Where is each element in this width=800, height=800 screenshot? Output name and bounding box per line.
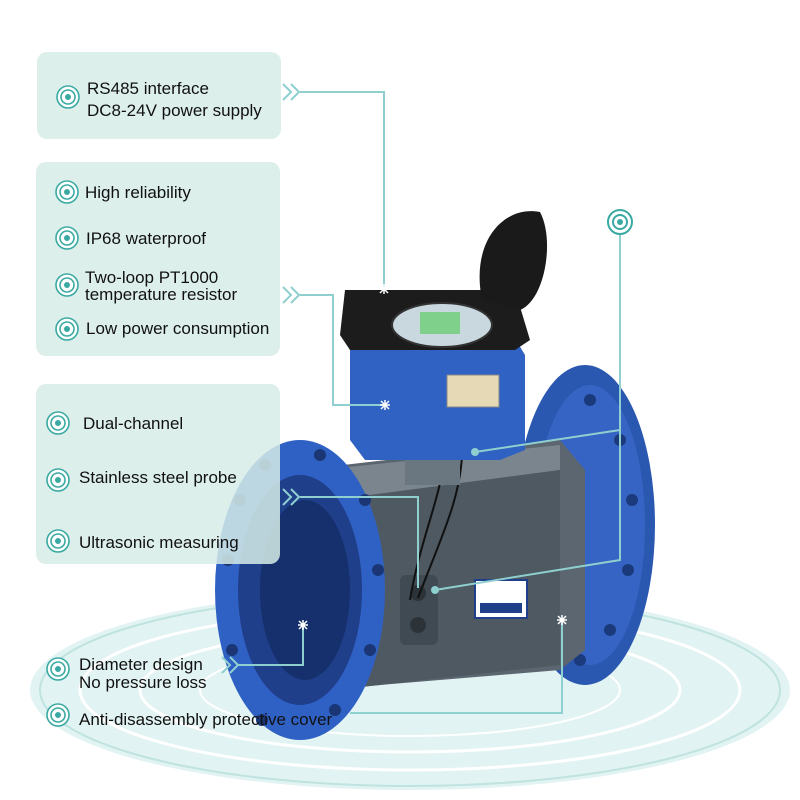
feature-line: temperature resistor bbox=[85, 285, 238, 304]
feature-pt1000: Two-loop PT1000 temperature resistor bbox=[85, 269, 237, 303]
target-ring-icon bbox=[46, 411, 70, 435]
measurement-panel bbox=[36, 384, 280, 564]
feature-line: No pressure loss bbox=[79, 673, 207, 692]
target-ring-icon bbox=[56, 85, 80, 109]
feature-reliability: High reliability bbox=[85, 183, 191, 202]
target-ring-icon bbox=[46, 529, 70, 553]
feature-ultrasonic: Ultrasonic measuring bbox=[79, 533, 239, 552]
target-ring-icon bbox=[55, 180, 79, 204]
target-ring-icon bbox=[607, 209, 633, 235]
display-lid bbox=[479, 211, 548, 310]
feature-low-power: Low power consumption bbox=[86, 319, 270, 338]
feature-probe: Stainless steel probe bbox=[79, 468, 237, 487]
target-ring-icon bbox=[55, 317, 79, 341]
chevron-arrow-icon bbox=[221, 83, 301, 674]
feature-diameter: Diameter design No pressure loss bbox=[79, 656, 207, 692]
asterisk-icon bbox=[298, 284, 567, 630]
feature-waterproof: IP68 waterproof bbox=[86, 229, 207, 248]
target-ring-icon bbox=[46, 468, 70, 492]
feature-interface: RS485 interface DC8-24V power supply bbox=[87, 79, 262, 120]
converter-housing bbox=[350, 330, 525, 460]
feature-anti-disassembly: Anti-disassembly protective cover bbox=[79, 710, 333, 729]
target-ring-icon bbox=[46, 703, 70, 727]
feature-line: Two-loop PT1000 bbox=[85, 268, 219, 287]
feature-line: Diameter design bbox=[79, 655, 203, 674]
feature-line: DC8-24V power supply bbox=[87, 101, 262, 120]
feature-line: RS485 interface bbox=[87, 79, 209, 98]
feature-dual-channel: Dual-channel bbox=[83, 414, 184, 433]
target-ring-icon bbox=[46, 657, 70, 681]
target-ring-icon bbox=[55, 273, 79, 297]
target-ring-icon bbox=[55, 226, 79, 250]
